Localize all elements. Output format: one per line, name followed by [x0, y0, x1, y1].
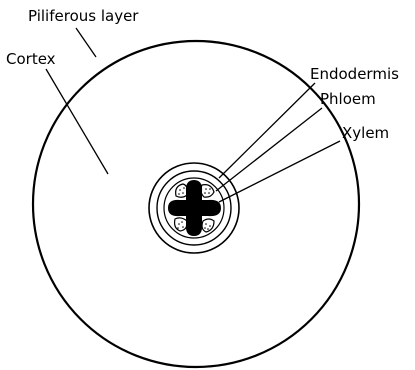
phloem-patch-top-right	[201, 185, 214, 198]
phloem-patch-bottom-left	[175, 218, 188, 231]
cortex-label: Cortex	[6, 50, 56, 68]
xylem-centre	[183, 197, 205, 219]
phloem-leader	[216, 108, 322, 191]
phloem-patch-bottom-right	[202, 219, 214, 232]
xylem-label: Xylem	[342, 124, 389, 142]
phloem-label: Phloem	[320, 90, 376, 108]
piliferous-layer-leader	[76, 28, 96, 57]
xylem-leader	[219, 141, 340, 202]
endodermis-leader	[219, 83, 315, 178]
phloem-patch-top-left	[176, 184, 188, 197]
piliferous-layer-label: Piliferous layer	[28, 7, 139, 25]
endodermis-label: Endodermis	[310, 65, 399, 83]
